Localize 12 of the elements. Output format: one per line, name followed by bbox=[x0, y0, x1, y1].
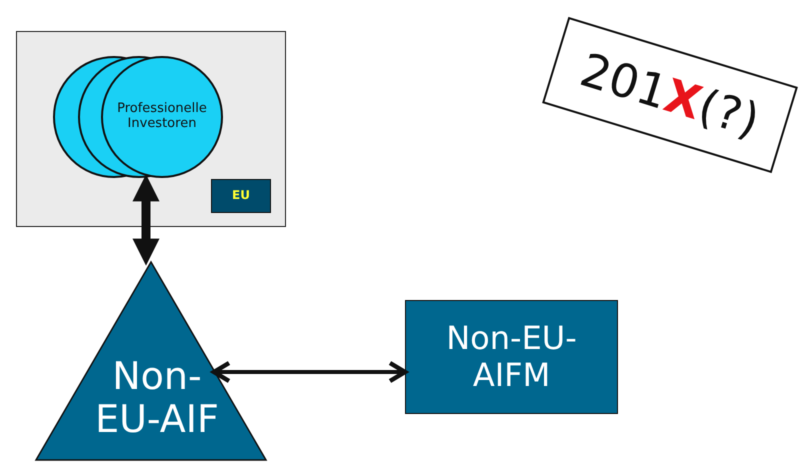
double-arrow bbox=[212, 360, 408, 384]
node-label: Non-EU- AIFM bbox=[445, 320, 578, 394]
manager-box bbox=[405, 300, 618, 414]
node-label: Non- EU-AIF bbox=[94, 354, 220, 442]
region-tag bbox=[211, 179, 271, 213]
node-label: Professionelle Investoren bbox=[116, 102, 208, 132]
double-arrow bbox=[132, 174, 160, 266]
fund-triangle bbox=[36, 262, 266, 460]
investor-circles bbox=[53, 56, 223, 178]
region-panel bbox=[16, 31, 286, 227]
year-text: 201X(?) bbox=[574, 42, 766, 148]
node-label: EU bbox=[232, 189, 250, 203]
